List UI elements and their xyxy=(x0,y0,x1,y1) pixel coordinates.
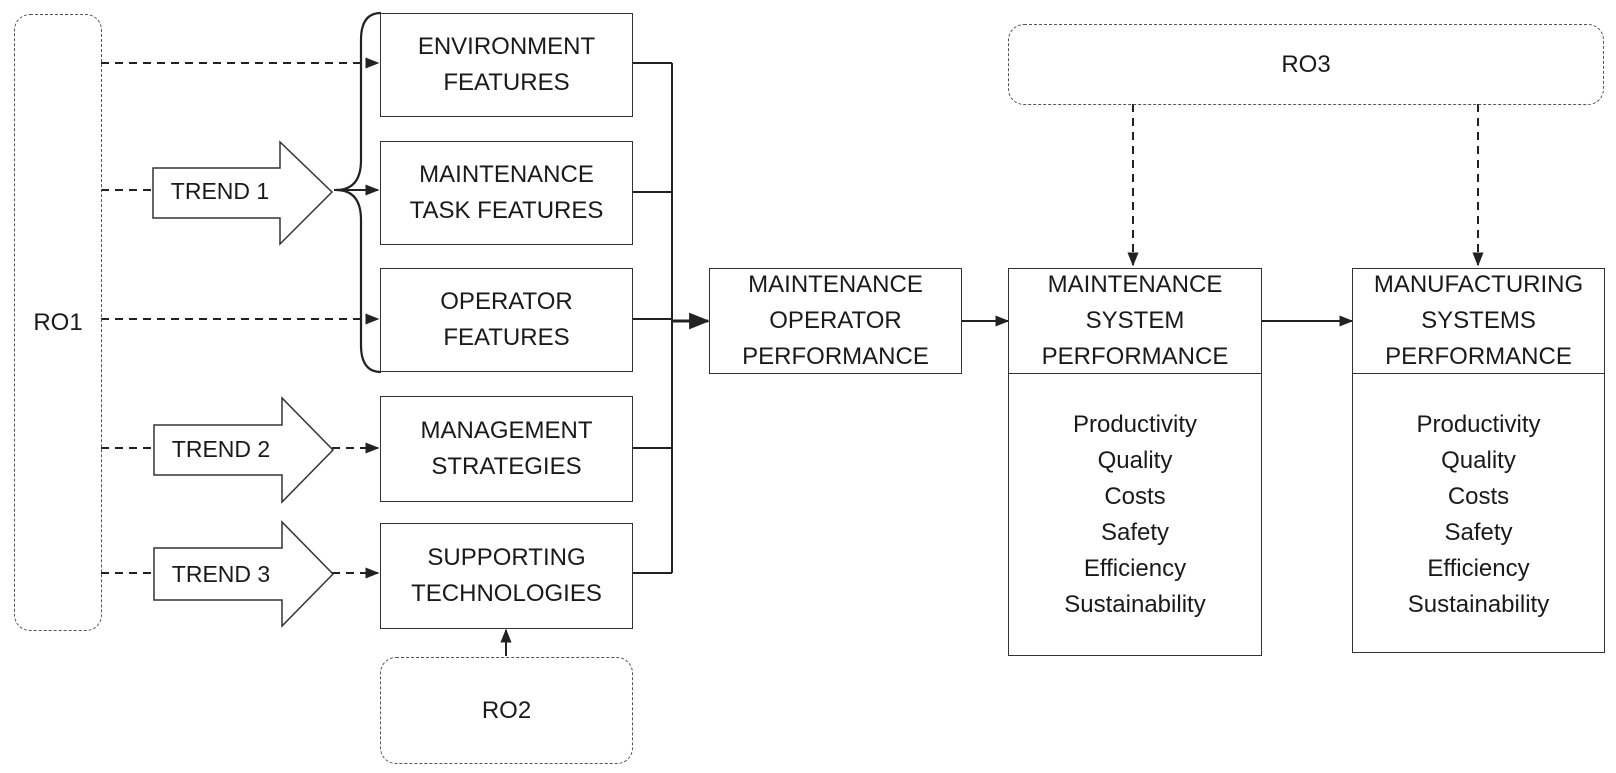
maintenance-system-title: MAINTENANCE SYSTEM PERFORMANCE xyxy=(1041,271,1229,370)
ro2-box: RO2 xyxy=(380,657,633,764)
trend2-label: TREND 2 xyxy=(171,436,271,462)
operator-performance-box: MAINTENANCE OPERATOR PERFORMANCE xyxy=(709,268,962,374)
environment-features-box: ENVIRONMENT FEATURES xyxy=(380,13,633,117)
environment-features-label: ENVIRONMENT FEATURES xyxy=(417,33,596,96)
operator-features-box: OPERATOR FEATURES xyxy=(380,268,633,372)
manufacturing-title-box: MANUFACTURING SYSTEMS PERFORMANCE xyxy=(1352,268,1605,374)
ro1-label: RO1 xyxy=(33,308,83,336)
metric-quality: Quality xyxy=(1097,447,1173,474)
maintenance-system-title-box: MAINTENANCE SYSTEM PERFORMANCE xyxy=(1008,268,1262,374)
metric-safety: Safety xyxy=(1100,519,1170,546)
task-features-label: MAINTENANCE TASK FEATURES xyxy=(409,161,604,224)
metric-efficiency: Efficiency xyxy=(1083,555,1187,582)
metric-quality: Quality xyxy=(1441,447,1516,474)
operator-features-label: OPERATOR FEATURES xyxy=(440,288,573,351)
trend1-label: TREND 1 xyxy=(170,178,270,204)
features-brace xyxy=(335,11,382,374)
ro3-box: RO3 xyxy=(1008,24,1604,105)
metric-costs: Costs xyxy=(1104,483,1166,510)
ro2-label: RO2 xyxy=(481,696,532,724)
trend2-arrow-shape xyxy=(153,396,335,504)
maintenance-system-metrics: Productivity Quality Costs Safety Effici… xyxy=(1008,373,1262,656)
metric-sustainability: Sustainability xyxy=(1407,591,1550,618)
ro1-box: RO1 xyxy=(14,14,102,631)
supporting-technologies-box: SUPPORTING TECHNOLOGIES xyxy=(380,523,633,629)
manufacturing-title: MANUFACTURING SYSTEMS PERFORMANCE xyxy=(1373,271,1584,370)
metric-efficiency: Efficiency xyxy=(1427,555,1530,582)
management-strategies-label: MANAGEMENT STRATEGIES xyxy=(420,417,593,480)
operator-performance-label: MAINTENANCE OPERATOR PERFORMANCE xyxy=(742,271,929,370)
metric-costs: Costs xyxy=(1447,483,1510,510)
metric-productivity: Productivity xyxy=(1416,411,1541,438)
metric-productivity: Productivity xyxy=(1072,411,1198,438)
manufacturing-metrics: Productivity Quality Costs Safety Effici… xyxy=(1352,373,1605,653)
trend3-arrow-shape xyxy=(153,520,335,628)
management-strategies-box: MANAGEMENT STRATEGIES xyxy=(380,396,633,502)
supporting-technologies-label: SUPPORTING TECHNOLOGIES xyxy=(411,544,602,607)
ro3-label: RO3 xyxy=(1281,50,1331,78)
trend3-label: TREND 3 xyxy=(171,561,271,587)
metric-sustainability: Sustainability xyxy=(1064,591,1206,618)
trend1-arrow-shape xyxy=(152,140,334,246)
metric-safety: Safety xyxy=(1444,519,1513,546)
task-features-box: MAINTENANCE TASK FEATURES xyxy=(380,141,633,245)
